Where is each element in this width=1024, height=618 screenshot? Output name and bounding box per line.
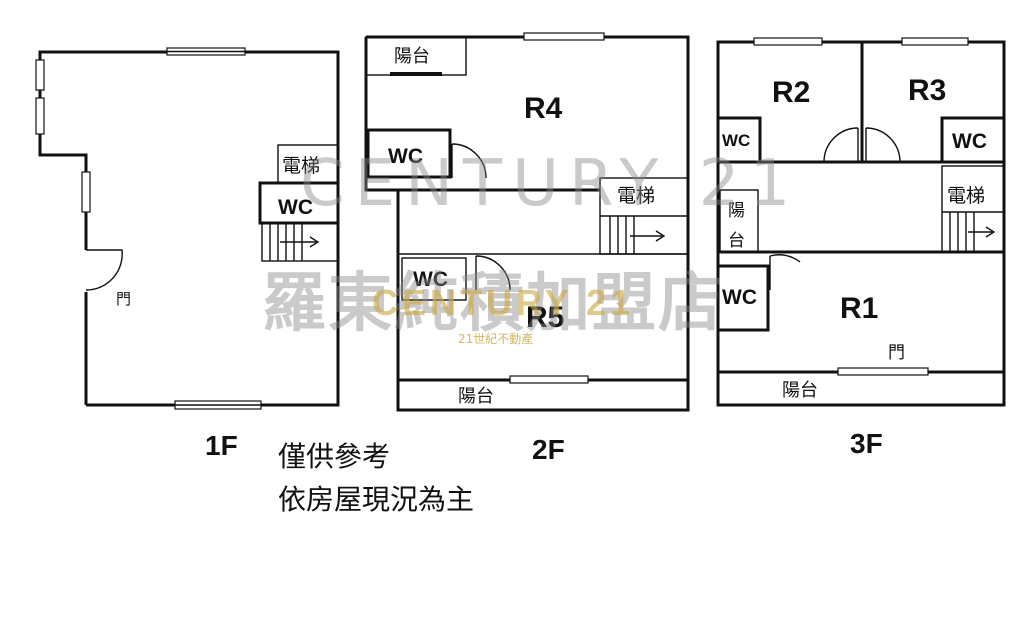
elevator-label-1f: 電梯: [282, 155, 320, 177]
room-r1: R1: [840, 292, 878, 325]
elevator-label-3f: 電梯: [947, 185, 985, 207]
wc-right-label-3f: WC: [952, 130, 987, 153]
door-swing-1f: [85, 249, 123, 291]
wc-a-2f: [366, 128, 452, 179]
wc-a-label-2f: WC: [388, 145, 423, 168]
room-r3: R3: [908, 74, 946, 107]
wc-right-3f: [940, 116, 1006, 164]
door-swing-r3: [865, 127, 901, 163]
wc-label-1f: WC: [278, 196, 313, 219]
note-actual-condition: 依房屋現況為主: [278, 483, 475, 516]
watermark-brand: CENTURY 21: [300, 147, 800, 221]
stairs-2f: [600, 215, 688, 254]
wc-mid-3f: [716, 264, 770, 332]
door-label-1f: 門: [116, 290, 131, 308]
floor-2f: 陽台 R4 WC 電梯 WC R5 陽台 2F: [364, 32, 690, 465]
wc-b-label-2f: WC: [413, 268, 448, 291]
balcony-top-label-2f: 陽台: [394, 46, 430, 67]
wc-mid-label-3f: WC: [722, 286, 757, 309]
watermark-store: 羅東純積加盟店: [262, 267, 724, 341]
floor-3f: R2 R3 WC WC 陽 台 電梯 WC R1 門: [716, 37, 1006, 459]
wc-left-3f: [716, 116, 762, 164]
door-swing-wc-b-2f: [475, 255, 511, 291]
floor-label-3f: 3F: [850, 428, 883, 459]
elevator-3f: [941, 165, 1005, 253]
wc-b-2f: [401, 257, 467, 301]
watermark: CENTURY 21 羅東純積加盟店 CENTURY 21 21世紀不動產: [262, 147, 800, 346]
floor-label-2f: 2F: [532, 434, 565, 465]
door-label-3f: 門: [888, 343, 905, 363]
room-r5: R5: [526, 301, 564, 334]
balcony-side-label-3f-2: 台: [728, 231, 745, 251]
watermark-brand-gold: CENTURY 21: [372, 282, 634, 323]
door-swing-wc-a-2f: [451, 143, 487, 179]
room-r4: R4: [524, 92, 563, 125]
balcony-bottom-label-3f: 陽台: [782, 380, 818, 401]
floor-label-1f: 1F: [205, 430, 238, 461]
room-r2: R2: [772, 76, 810, 109]
door-swing-wc-mid-3f: [769, 254, 801, 290]
watermark-sub-gold: 21世紀不動產: [458, 331, 533, 346]
door-swing-r2: [823, 127, 859, 163]
floor-1f: 門 電梯 WC 1F: [35, 47, 340, 461]
elevator-label-2f: 電梯: [617, 185, 655, 207]
balcony-bottom-label-2f: 陽台: [458, 386, 494, 407]
stairs-1f: [261, 222, 339, 262]
balcony-side-label-3f-1: 陽: [728, 201, 745, 221]
note-reference-only: 僅供參考: [278, 440, 391, 473]
balcony-side-3f: [719, 189, 759, 253]
stairs-3f: [942, 211, 1004, 252]
wc-left-label-3f: WC: [722, 131, 750, 150]
